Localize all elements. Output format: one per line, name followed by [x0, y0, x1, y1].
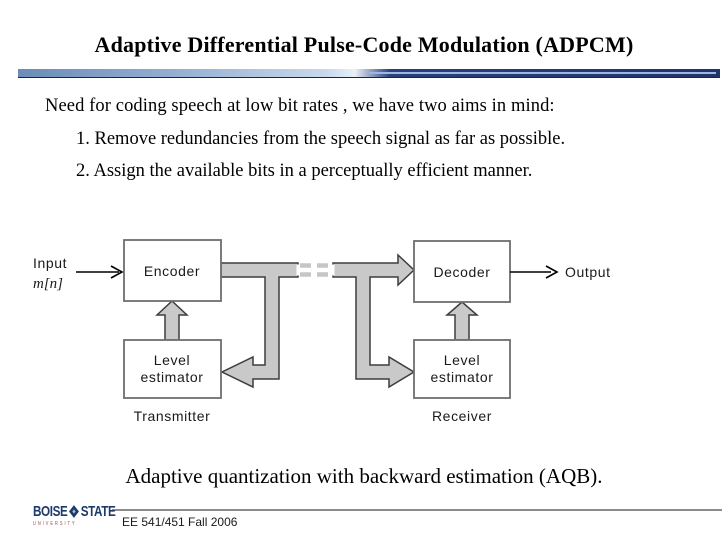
- bullet-point-2: 2. Assign the available bits in a percep…: [76, 161, 533, 181]
- receiver-level-estimator-label-line2: estimator: [431, 369, 494, 385]
- title-divider-bar: [18, 69, 720, 78]
- diamond-icon: [69, 505, 80, 518]
- encoder-box: [123, 239, 222, 302]
- decoder-box: [413, 240, 511, 303]
- bullet-point-1: 1. Remove redundancies from the speech s…: [76, 129, 566, 149]
- slide-title: Adaptive Differential Pulse-Code Modulat…: [94, 32, 634, 57]
- transmitter-label: Transmitter: [134, 408, 211, 424]
- intro-text: Need for coding speech at low bit rates …: [45, 96, 555, 116]
- encoder-label: Encoder: [144, 263, 200, 279]
- footer-divider-line: [112, 509, 722, 511]
- transmitter-feedback-up-arrow: [155, 299, 189, 341]
- transmitter-pipe: [220, 262, 299, 389]
- divider-highlight-stripe: [369, 72, 716, 74]
- pipe-cut-mask-left: [296, 264, 300, 276]
- transmitter-level-estimator-label-line2: estimator: [141, 369, 204, 385]
- receiver-label: Receiver: [432, 408, 492, 424]
- logo-word-boise: BOISE: [33, 503, 68, 520]
- adpcm-block-diagram: Input m[n] Encoder Decoder Level estimat…: [33, 239, 611, 424]
- boise-state-logo: BOISE STATE UNIVERSITY: [33, 503, 116, 527]
- receiver-pipe: [332, 253, 416, 389]
- input-label: Input: [33, 255, 67, 271]
- output-label: Output: [565, 264, 611, 280]
- logo-university-text: UNIVERSITY: [33, 521, 77, 527]
- slide-caption: Adaptive quantization with backward esti…: [125, 464, 603, 488]
- course-footer-text: EE 541/451 Fall 2006: [122, 515, 238, 529]
- logo-wordmark: BOISE STATE: [33, 503, 116, 520]
- receiver-feedback-up-arrow: [444, 301, 480, 341]
- decoder-label: Decoder: [433, 264, 490, 280]
- input-signal-label: m[n]: [33, 276, 63, 292]
- receiver-level-estimator-box: [413, 339, 511, 399]
- transmitter-level-estimator-label-line1: Level: [154, 352, 190, 368]
- input-arrowhead-icon: [110, 265, 124, 279]
- output-arrowhead-icon: [545, 265, 559, 279]
- receiver-level-estimator-label-line1: Level: [444, 352, 480, 368]
- logo-word-state: STATE: [80, 503, 116, 520]
- pipe-cut-mask-right: [331, 264, 335, 276]
- transmitter-level-estimator-box: [123, 339, 222, 399]
